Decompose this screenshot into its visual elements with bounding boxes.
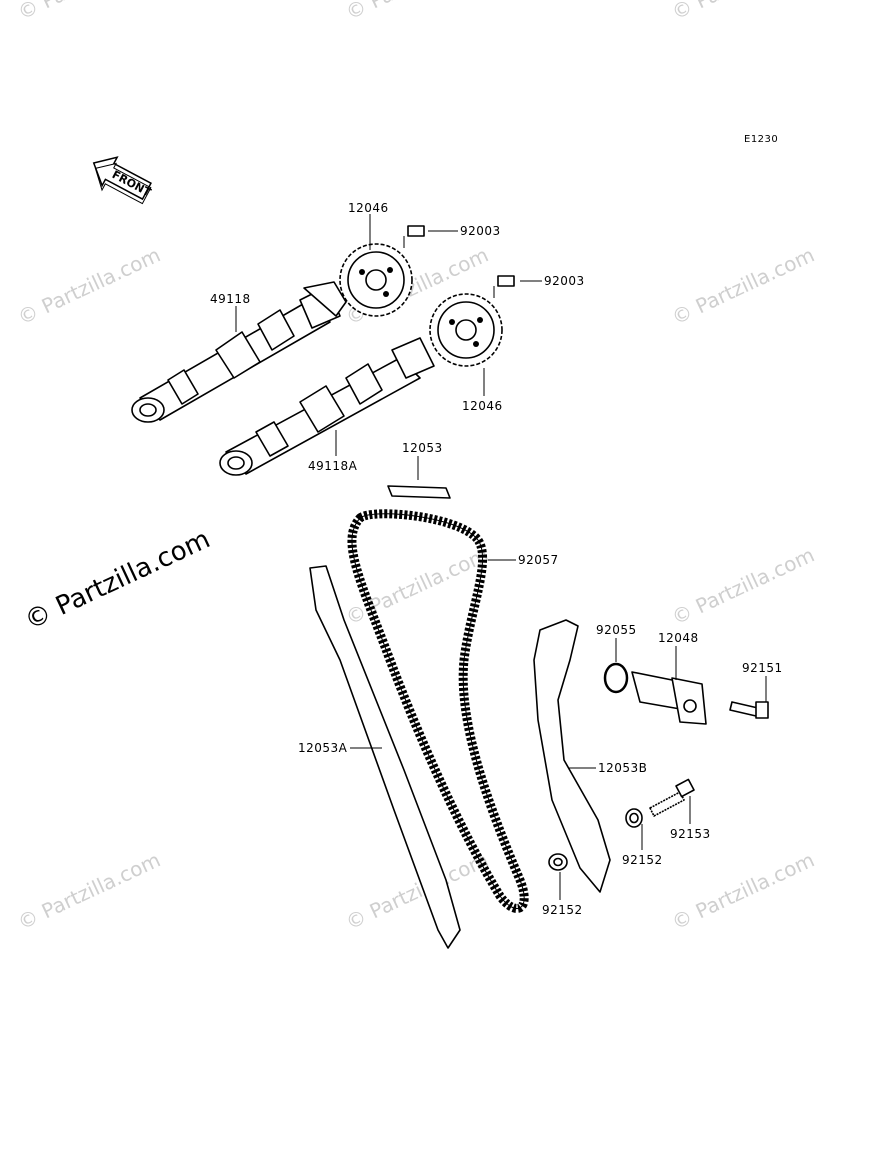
label-92055: 92055: [596, 623, 637, 637]
label-92057: 92057: [518, 553, 559, 567]
o-ring-92055: [603, 662, 629, 694]
bolt-92153: [649, 778, 695, 817]
label-12053B: 12053B: [598, 761, 647, 775]
watermark: © Partzilla.com: [342, 0, 492, 25]
watermark: © Partzilla.com: [342, 543, 492, 630]
label-12046-top: 12046: [348, 201, 389, 215]
collar-92152-mid: [625, 808, 643, 828]
label-12053A: 12053A: [298, 741, 348, 755]
watermark-prominent: © Partzilla.com: [20, 524, 215, 636]
bolt-92003-upper: [403, 225, 425, 248]
label-92152-bottom: 92152: [542, 903, 583, 917]
camshaft-49118: [131, 281, 347, 423]
bolt-92003-lower: [493, 275, 515, 298]
watermark: © Partzilla.com: [14, 0, 164, 25]
label-92152-mid: 92152: [622, 853, 663, 867]
chain-guide-12053: [387, 485, 451, 499]
watermark: © Partzilla.com: [14, 243, 164, 330]
leader-lines: [235, 214, 767, 900]
label-92003-top: 92003: [460, 224, 501, 238]
front-arrow-icon: FRONT: [92, 156, 154, 205]
part-labels: 12046 92003 92003 49118 12046 49118A 120…: [210, 201, 783, 917]
watermark: © Partzilla.com: [14, 848, 164, 935]
sprocket-12046-lower: [429, 293, 503, 367]
label-12053: 12053: [402, 441, 443, 455]
diagram-code: E1230: [744, 134, 778, 145]
label-12046-bottom: 12046: [462, 399, 503, 413]
label-92153: 92153: [670, 827, 711, 841]
label-12048: 12048: [658, 631, 699, 645]
watermark: © Partzilla.com: [668, 543, 818, 630]
watermark: © Partzilla.com: [668, 243, 818, 330]
watermarks: © Partzilla.com © Partzilla.com © Partzi…: [14, 0, 818, 935]
label-49118: 49118: [210, 292, 251, 306]
tensioner-12048: [631, 671, 707, 725]
watermark: © Partzilla.com: [668, 848, 818, 935]
label-92151: 92151: [742, 661, 783, 675]
collar-92152-bottom: [548, 853, 568, 871]
tensioner-guide-12053B: [533, 619, 611, 893]
watermark: © Partzilla.com: [668, 0, 818, 25]
bolt-92151: [729, 701, 769, 719]
label-49118A: 49118A: [308, 459, 358, 473]
chain-guide-12053A: [309, 565, 461, 949]
camshaft-49118A: [219, 337, 435, 476]
sprocket-12046-upper: [339, 243, 413, 317]
cam-chain-inner-line: [351, 513, 525, 909]
label-92003-right: 92003: [544, 274, 585, 288]
